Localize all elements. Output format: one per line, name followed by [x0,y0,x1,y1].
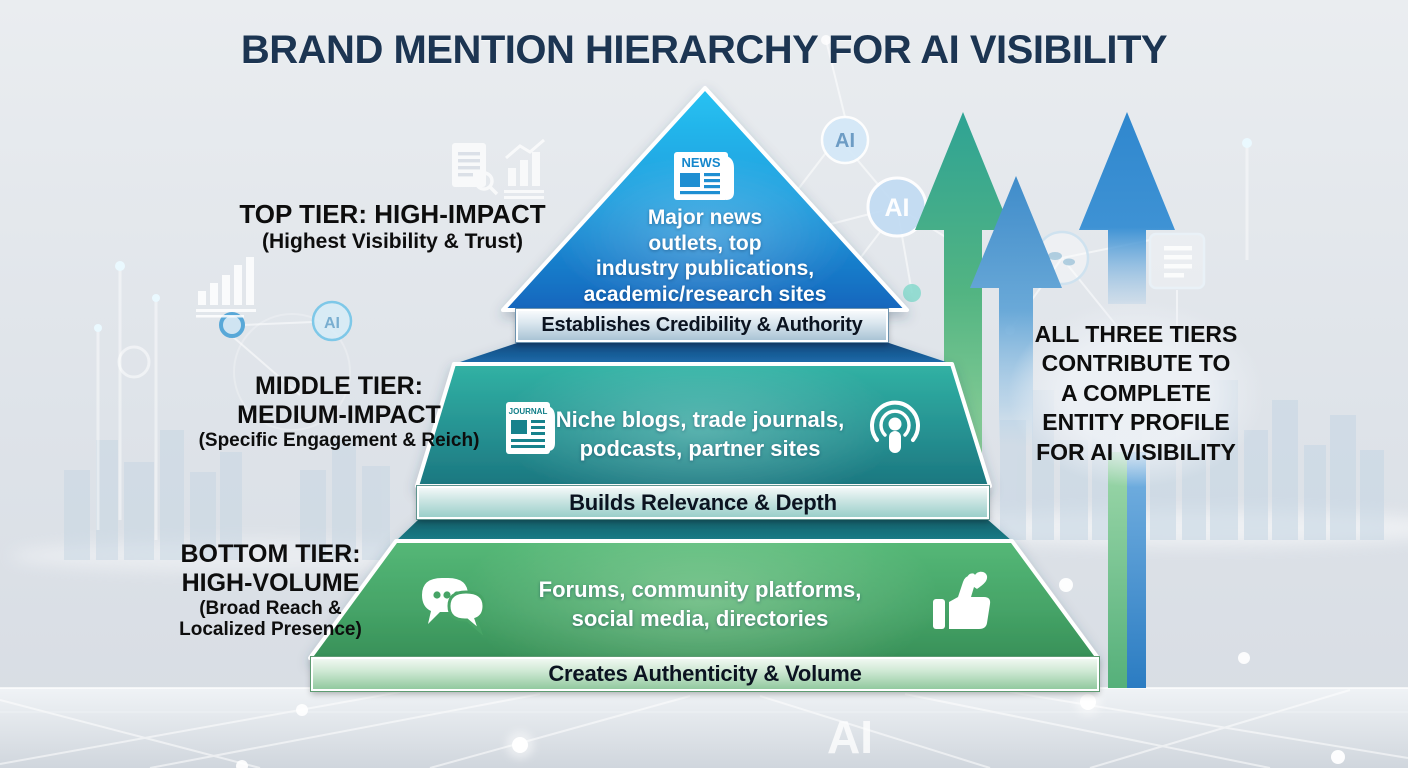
right-note-line: ENTITY PROFILE [1042,409,1230,436]
tier-bottom-label-line: BOTTOM TIER: [180,540,361,568]
tier-top-label-sub: (Highest Visibility & Trust) [262,229,523,253]
tier-bottom-label-line: HIGH-VOLUME [181,568,360,597]
arrow-shaft-green [1108,452,1127,688]
page-title: BRAND MENTION HIERARCHY FOR AI VISIBILIT… [240,28,1168,72]
podcast-icon [866,398,924,456]
decor-circle [233,313,351,431]
top-tier-banner: Establishes Credibility & Authority [516,309,888,342]
ai-badge-left: AI [311,300,353,342]
chat-bubbles-icon [420,576,492,636]
ai-watermark: AI [827,711,873,763]
doc-search-icon [452,143,499,196]
tier-middle-label-line: MIDDLE TIER: [254,372,424,400]
city-skyline-left [64,430,390,560]
journal-icon: JOURNAL [504,400,558,456]
tier-top-content: Major news outlets, top industry publica… [560,205,850,307]
tier-top-label: TOP TIER: HIGH-IMPACT (Highest Visibilit… [225,199,560,254]
right-note-line: CONTRIBUTE TO [1041,350,1231,377]
tier-bottom-content-line: Forums, community platforms, [538,577,862,602]
gear-node-icon [117,345,151,379]
growth-arrow-green-icon [915,112,1011,562]
tier-bottom-content: Forums, community platforms, social medi… [505,576,895,633]
tier-middle-content: Niche blogs, trade journals, podcasts, p… [530,406,870,463]
svg-text:AI: AI [885,194,910,222]
bottom-tier-banner: Creates Authenticity & Volume [311,657,1099,691]
tier-top-content-line: industry publications, [595,257,815,281]
horizon-glow-left [10,540,490,572]
chart-growth-icon [504,138,545,199]
tier-middle-label: MIDDLE TIER: MEDIUM-IMPACT (Specific Eng… [178,372,500,451]
right-note-line: A COMPLETE [1061,379,1211,406]
tier-bottom-content-line: social media, directories [571,605,829,631]
tier-bottom-label: BOTTOM TIER: HIGH-VOLUME (Broad Reach & … [148,540,393,641]
svg-text:JOURNAL: JOURNAL [509,407,548,416]
right-note: ALL THREE TIERS CONTRIBUTE TO A COMPLETE… [1008,300,1264,488]
tier-top-content-line: Major news [647,206,763,229]
thumbs-up-icon [928,568,992,634]
tier-middle-content-line: Niche blogs, trade journals, [555,407,845,432]
middle-tier-glow [417,364,990,486]
ai-badge-small: AI [820,115,870,165]
tier-middle-label-sub: (Specific Engagement & Reich) [198,429,480,451]
tier-middle-content-line: podcasts, partner sites [579,435,821,461]
right-note-line: ALL THREE TIERS [1034,321,1238,347]
bottom-tier-glow [310,541,1098,658]
right-note-line: FOR AI VISIBILITY [1036,438,1236,465]
top-tier-bevel [454,342,952,364]
light-beams [96,145,1249,540]
tier-bottom-label-sub: Localized Presence) [179,619,362,641]
middle-tier-banner: Builds Relevance & Depth [417,486,989,519]
tier-middle-label-line: MEDIUM-IMPACT [237,400,441,429]
floor [0,688,1408,768]
svg-text:NEWS: NEWS [682,155,721,170]
arrow-shaft-blue [1127,452,1146,688]
svg-text:AI: AI [324,315,340,332]
growth-arrow-blue-icon [1079,112,1175,304]
beam-glow-dots [94,138,1252,332]
tier-bottom-label-sub: (Broad Reach & [199,597,342,619]
ai-badge-large: AI [866,176,928,238]
document-node-icon [1148,232,1206,290]
tier-top-content-line: academic/research sites [583,282,827,306]
middle-tier-bevel [396,519,1012,541]
tier-top-label-line: TOP TIER: HIGH-IMPACT [239,199,546,229]
news-newspaper-icon: NEWS [672,150,736,202]
bar-chart-icon [196,257,256,318]
tier-top-content-line: outlets, top [648,231,762,255]
floor-glow-nodes [236,578,1345,768]
svg-text:AI: AI [835,130,855,152]
